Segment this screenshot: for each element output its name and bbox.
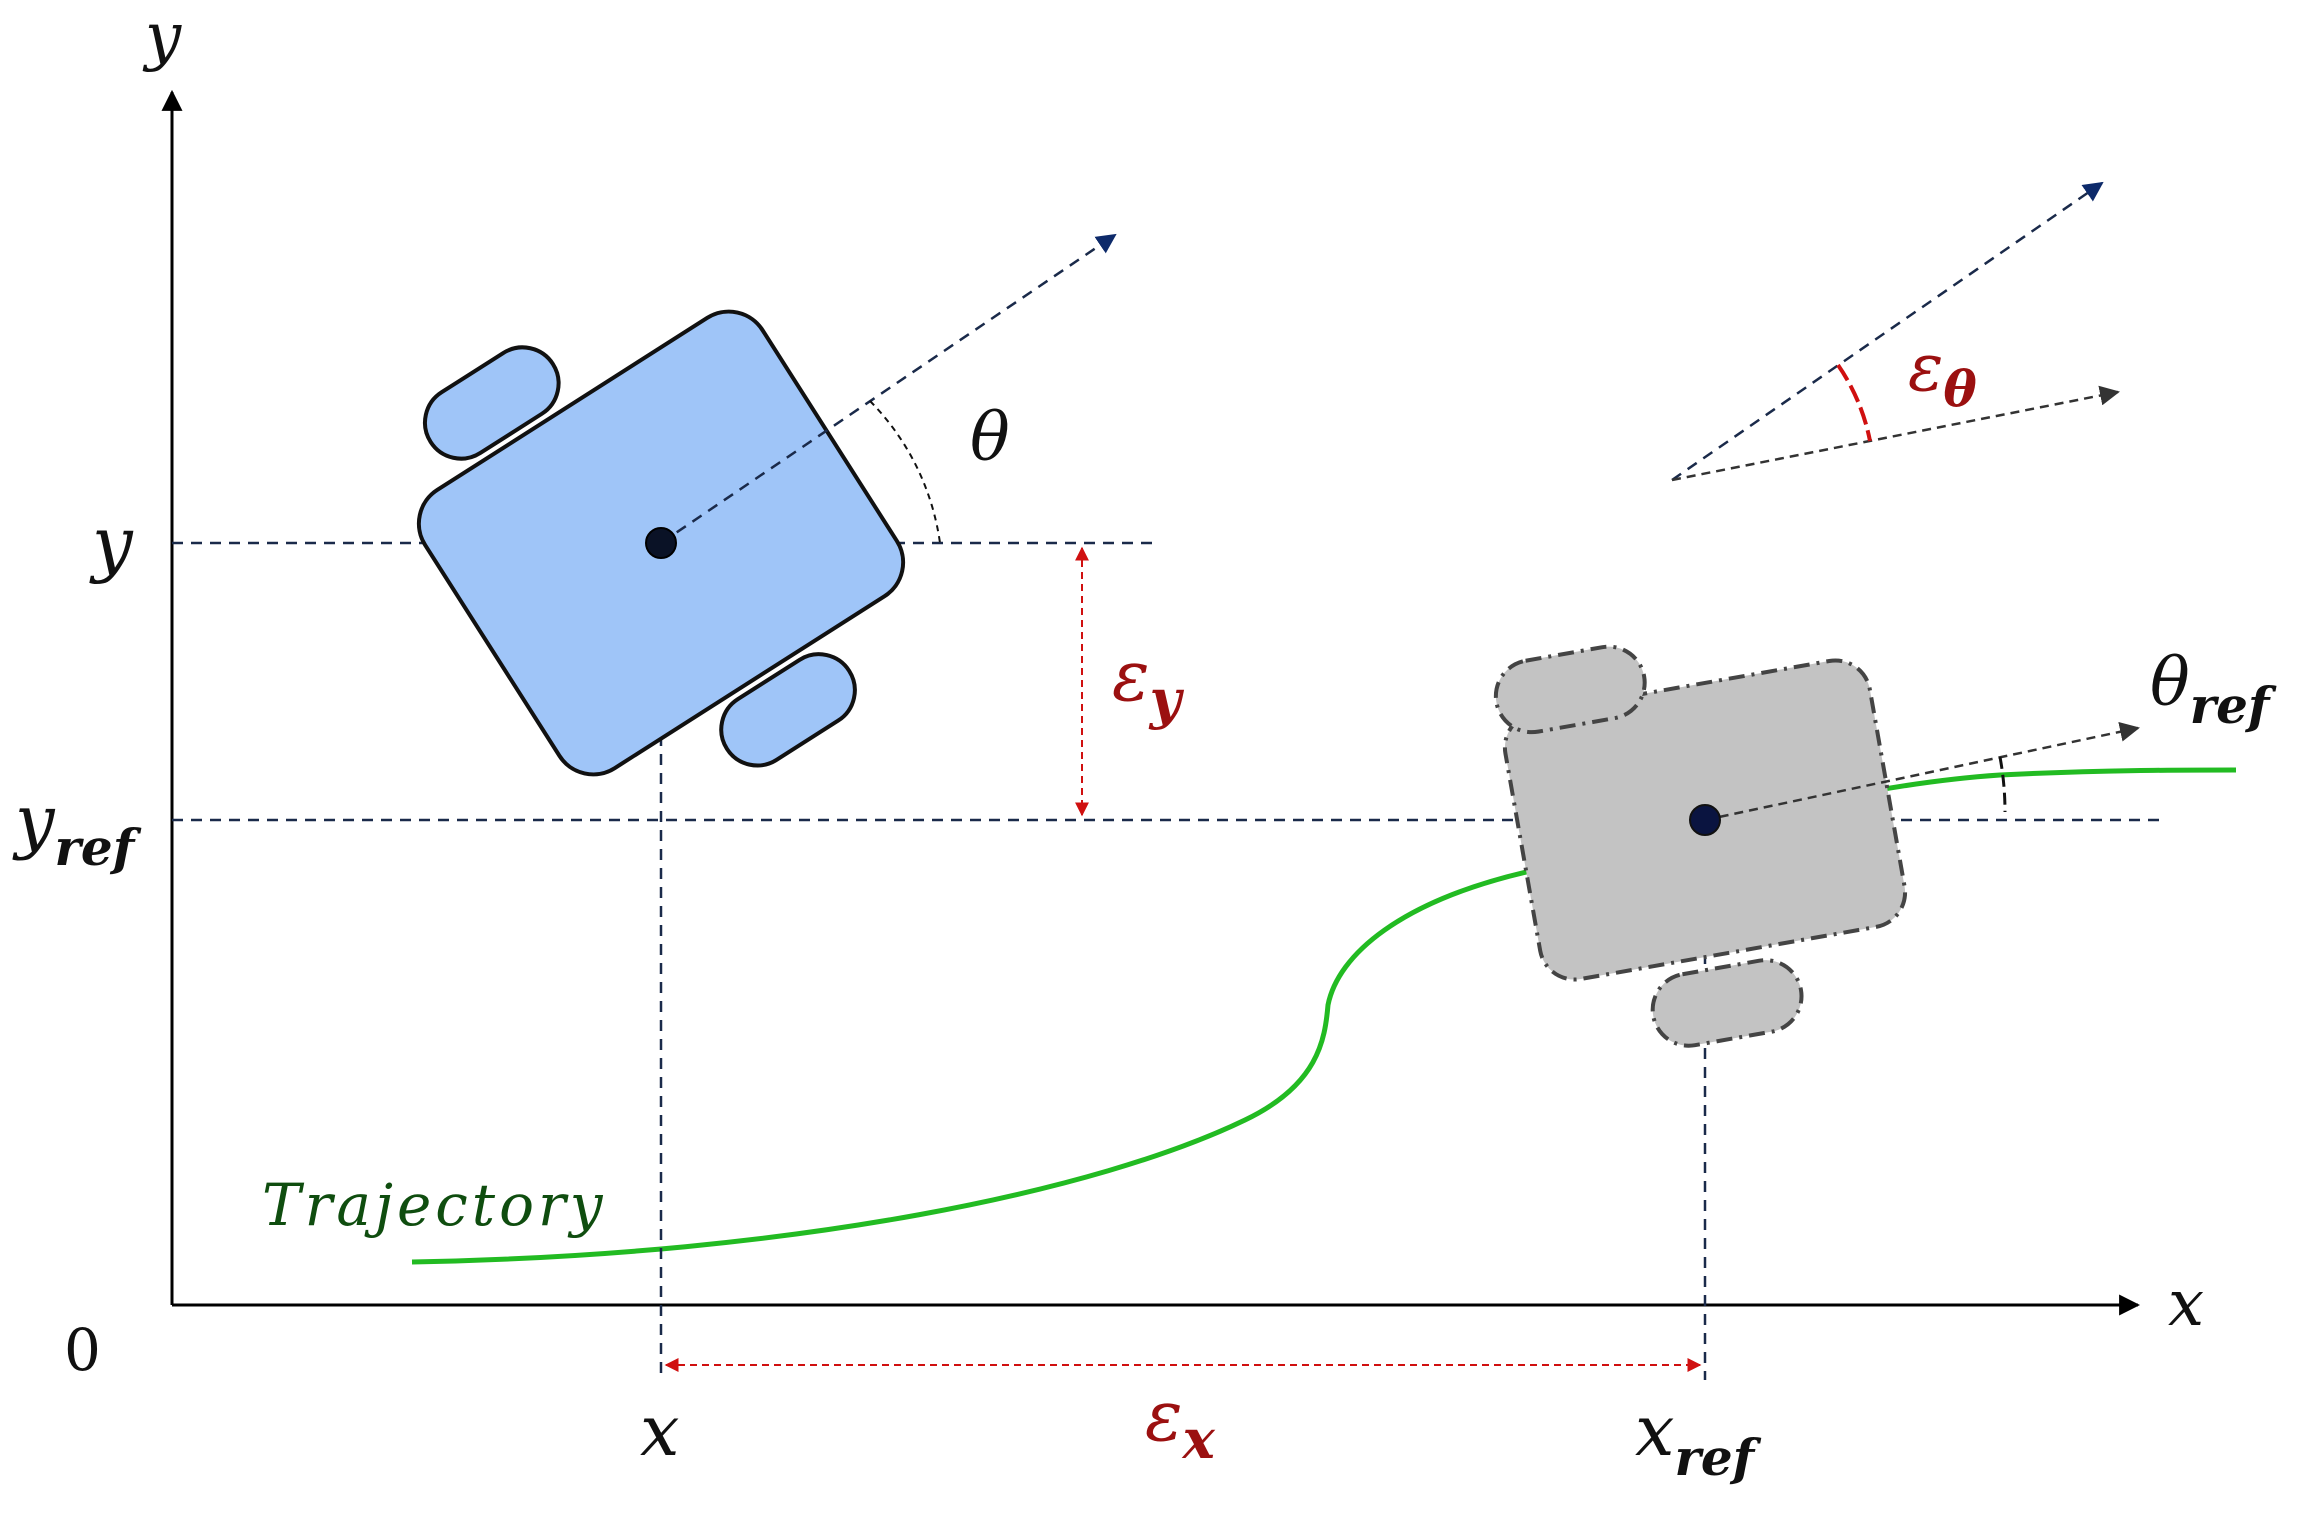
y-axis-label: y xyxy=(142,0,182,74)
eps-theta-line-actual xyxy=(1671,181,2104,482)
heading-arrow-theta-ref xyxy=(1704,721,2140,822)
x-axis-label: x xyxy=(2168,1267,2204,1341)
robot-center-point xyxy=(645,527,677,559)
heading-arrow-theta xyxy=(660,233,1117,545)
ref-center-point xyxy=(1689,804,1721,836)
robot-wheel-top xyxy=(422,345,561,461)
eps-y-label: εy xyxy=(1112,635,1185,731)
robot-wheel-bottom xyxy=(719,652,857,768)
eps-x-label: εx xyxy=(1145,1375,1216,1471)
theta-arc xyxy=(869,400,941,544)
trajectory-label: Trajectory xyxy=(262,1171,607,1239)
origin-label: 0 xyxy=(64,1316,101,1384)
y-ref-label: yref xyxy=(12,780,142,877)
eps-theta-line-ref xyxy=(1671,385,2120,482)
theta-ref-label: θref xyxy=(2150,644,2277,735)
x-value-label: x xyxy=(640,1390,679,1472)
trajectory-curve xyxy=(411,767,2237,1265)
ref-robot-wheel-bottom xyxy=(1650,958,1804,1048)
theta-label: θ xyxy=(970,399,1010,476)
theta-ref-arc xyxy=(1998,756,2007,813)
x-ref-label: xref xyxy=(1635,1390,1762,1487)
eps-theta-arc xyxy=(1836,363,1872,442)
y-value-label: y xyxy=(89,501,134,585)
ref-robot-wheel-top xyxy=(1493,644,1647,735)
eps-theta-label: εθ xyxy=(1908,329,1977,418)
